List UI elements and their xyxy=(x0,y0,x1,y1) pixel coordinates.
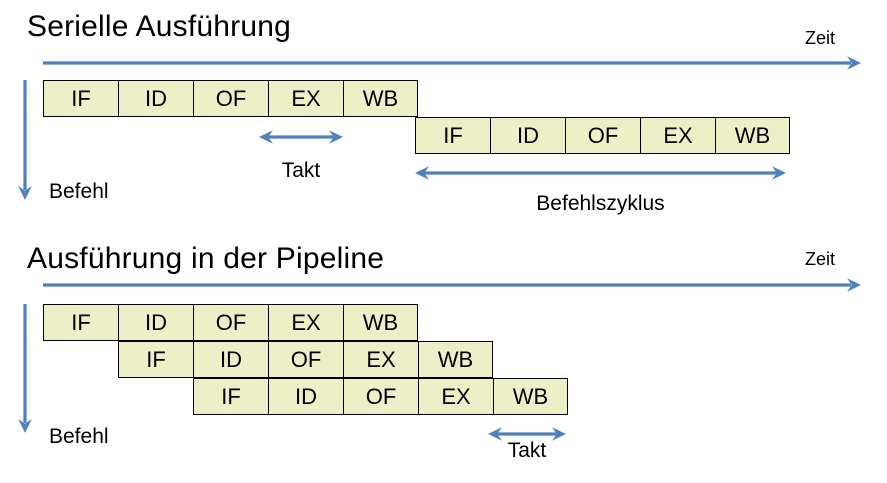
section-serial-title: Serielle Ausführung xyxy=(27,10,291,43)
section-pipeline-title: Ausführung in der Pipeline xyxy=(27,242,385,275)
stage-cell-if: IF xyxy=(193,378,268,415)
stage-cell-of: OF xyxy=(193,80,268,117)
stage-cell-of: OF xyxy=(268,341,343,378)
stage-cell-wb: WB xyxy=(715,117,790,154)
stage-cell-ex: EX xyxy=(268,304,343,341)
stage-cell-ex: EX xyxy=(640,117,715,154)
befehl-arrow-serial xyxy=(18,80,32,200)
stage-cell-if: IF xyxy=(43,80,118,117)
stage-cell-of: OF xyxy=(193,304,268,341)
stage-cell-of: OF xyxy=(565,117,640,154)
stage-cell-wb: WB xyxy=(418,341,493,378)
stage-cell-if: IF xyxy=(43,304,118,341)
stage-cell-id: ID xyxy=(118,80,193,117)
befehlszyklus-label: Befehlszyklus xyxy=(536,192,665,215)
stage-cell-ex: EX xyxy=(418,378,493,415)
befehl-arrow-pipeline xyxy=(18,304,32,433)
stage-cell-ex: EX xyxy=(268,80,343,117)
stage-cell-id: ID xyxy=(490,117,565,154)
serial-instruction-1-row: IF ID OF EX WB xyxy=(43,80,418,117)
stage-cell-if: IF xyxy=(118,341,193,378)
pipeline-instruction-1-row: IF ID OF EX WB xyxy=(43,304,418,341)
takt-label-serial: Takt xyxy=(281,159,321,182)
stage-cell-wb: WB xyxy=(343,80,418,117)
stage-cell-wb: WB xyxy=(343,304,418,341)
pipeline-instruction-2-row: IF ID OF EX WB xyxy=(118,341,493,378)
takt-arrow-serial xyxy=(259,130,343,144)
zeit-arrow-pipeline xyxy=(43,278,861,292)
stage-cell-id: ID xyxy=(268,378,343,415)
stage-cell-wb: WB xyxy=(493,378,568,415)
befehl-label-serial: Befehl xyxy=(49,180,109,203)
serial-instruction-2-row: IF ID OF EX WB xyxy=(415,117,790,154)
stage-cell-id: ID xyxy=(193,341,268,378)
stage-cell-id: ID xyxy=(118,304,193,341)
befehlszyklus-arrow xyxy=(415,166,786,180)
stage-cell-if: IF xyxy=(415,117,490,154)
zeit-arrow-serial xyxy=(43,56,861,70)
zeit-label-serial: Zeit xyxy=(804,28,835,48)
zeit-label-pipeline: Zeit xyxy=(804,249,835,269)
takt-label-pipeline: Takt xyxy=(507,439,547,462)
pipeline-instruction-3-row: IF ID OF EX WB xyxy=(193,378,568,415)
befehl-label-pipeline: Befehl xyxy=(49,425,109,448)
stage-cell-ex: EX xyxy=(343,341,418,378)
stage-cell-of: OF xyxy=(343,378,418,415)
